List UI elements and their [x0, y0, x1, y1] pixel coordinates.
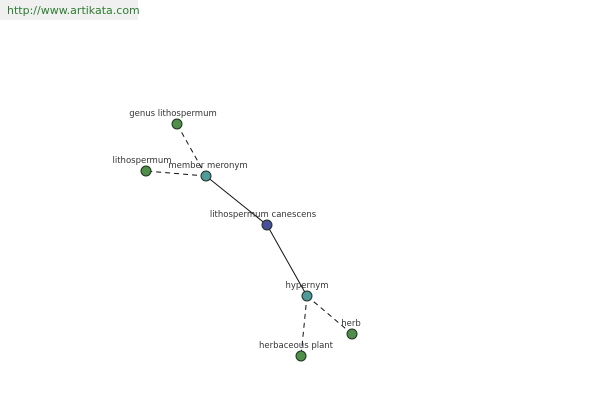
- edge-member-meronym-genus-lithospermum: [176, 123, 207, 177]
- node-member-meronym[interactable]: member meronym: [168, 161, 248, 182]
- node-label-lithospermum-canescens: lithospermum canescens: [210, 210, 317, 220]
- node-circle-herb[interactable]: [346, 328, 358, 340]
- node-label-hypernym: hypernym: [285, 281, 328, 291]
- node-herbaceous-plant[interactable]: herbaceous plant: [259, 341, 334, 362]
- node-circle-genus-lithospermum[interactable]: [171, 118, 183, 130]
- node-circle-lithospermum-canescens[interactable]: [261, 219, 273, 231]
- url-bar: http://www.artikata.com: [0, 0, 140, 20]
- node-lithospermum-canescens[interactable]: lithospermum canescens: [210, 210, 317, 231]
- nodes-layer: lithospermum canescens member meronym hype…: [113, 109, 361, 362]
- edge-lithospermum-canescens-hypernym: [266, 224, 308, 297]
- node-circle-member-meronym[interactable]: [200, 170, 212, 182]
- node-label-herbaceous-plant: herbaceous plant: [259, 341, 334, 351]
- node-label-lithospermum: lithospermum: [113, 156, 172, 166]
- edge-member-meronym-lithospermum: [145, 170, 207, 177]
- site-url-link[interactable]: http://www.artikata.com: [7, 4, 140, 17]
- edge-hypernym-herb: [306, 295, 353, 335]
- node-herb[interactable]: herb: [341, 319, 361, 340]
- node-hypernym[interactable]: hypernym: [285, 281, 329, 302]
- node-label-member-meronym: member meronym: [168, 161, 247, 171]
- node-label-herb: herb: [341, 319, 361, 329]
- node-circle-hypernym[interactable]: [301, 290, 313, 302]
- node-genus-lithospermum[interactable]: genus lithospermum: [129, 109, 217, 130]
- edge-hypernym-herbaceous-plant: [300, 295, 308, 357]
- edges-layer: [145, 123, 353, 357]
- node-label-genus-lithospermum: genus lithospermum: [129, 109, 217, 119]
- node-lithospermum[interactable]: lithospermum: [113, 156, 172, 177]
- edge-lithospermum-canescens-member-meronym: [205, 175, 268, 226]
- node-circle-lithospermum[interactable]: [140, 165, 152, 177]
- node-circle-herbaceous-plant[interactable]: [295, 350, 307, 362]
